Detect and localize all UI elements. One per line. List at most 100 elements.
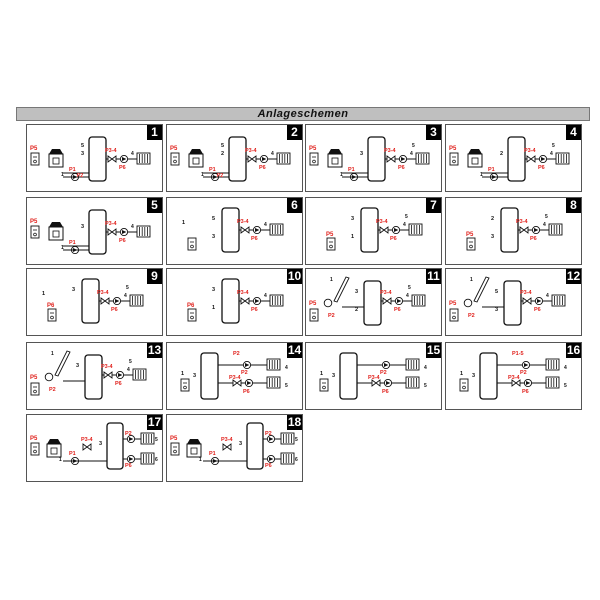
sensor-label: P5 bbox=[466, 232, 474, 238]
mixing-valve-icon bbox=[100, 297, 110, 305]
scheme-number-badge: 3 bbox=[426, 125, 441, 140]
port-mark: 1 bbox=[59, 457, 62, 463]
port-mark: 6 bbox=[295, 457, 298, 463]
mixing-valve-icon bbox=[522, 297, 532, 305]
room-sensor-icon bbox=[319, 378, 329, 392]
solar-collector-icon bbox=[323, 276, 350, 308]
sensor-label: P5 bbox=[449, 301, 457, 307]
boiler-icon bbox=[46, 439, 62, 458]
room-sensor-icon bbox=[170, 442, 180, 456]
buffer-tank bbox=[339, 352, 358, 400]
radiator-icon bbox=[545, 358, 560, 371]
valve-label: P3-4 bbox=[384, 148, 397, 154]
port-mark: 5 bbox=[424, 383, 427, 389]
pump-label: P6 bbox=[243, 389, 250, 395]
valve-label: P3-4 bbox=[524, 148, 537, 154]
port-mark: 2 bbox=[355, 307, 358, 313]
pump-label: P6 bbox=[259, 165, 266, 171]
port-mark: 5 bbox=[285, 383, 288, 389]
pump-label: P1 bbox=[69, 451, 76, 457]
port-mark: 4 bbox=[127, 367, 130, 373]
heating-pump-icon bbox=[534, 296, 544, 306]
port-mark: 3 bbox=[355, 289, 358, 295]
port-mark: 3 bbox=[81, 224, 84, 230]
port-mark: 1 bbox=[182, 220, 185, 226]
port-mark: 4 bbox=[264, 222, 267, 228]
room-sensor-icon bbox=[30, 442, 40, 456]
valve-label: P3-4 bbox=[508, 375, 521, 381]
solar-collector-icon bbox=[44, 350, 71, 382]
boiler-label: P5 bbox=[30, 219, 38, 225]
pump-label: P2 bbox=[468, 313, 475, 319]
valve-label: P3-4 bbox=[368, 375, 381, 381]
port-mark: 1 bbox=[61, 245, 64, 251]
buffer-tank bbox=[507, 136, 526, 182]
radiator-icon bbox=[266, 358, 281, 371]
valve-label: P3-4 bbox=[376, 219, 389, 225]
mixing-valve-icon bbox=[379, 226, 389, 234]
aux-label: P2 bbox=[125, 431, 132, 437]
heating-pump-icon bbox=[252, 296, 262, 306]
sensor-label: P5 bbox=[326, 232, 334, 238]
buffer-tank bbox=[221, 278, 240, 324]
pump-label: P1 bbox=[209, 451, 216, 457]
aux-label: P2 bbox=[77, 173, 83, 179]
scheme-number-badge: 9 bbox=[147, 269, 162, 284]
port-mark: 4 bbox=[410, 151, 413, 157]
pump-label: P6 bbox=[390, 236, 397, 242]
mixing-valve-icon bbox=[382, 297, 392, 305]
valve-label: P3-4 bbox=[97, 290, 110, 296]
room-sensor-icon bbox=[309, 308, 319, 322]
port-mark: 5 bbox=[295, 437, 298, 443]
valve-label: P3-4 bbox=[229, 375, 242, 381]
heating-pump-icon bbox=[112, 296, 122, 306]
radiator-icon bbox=[405, 376, 420, 389]
port-mark: 3 bbox=[491, 234, 494, 240]
buffer-tank bbox=[106, 422, 124, 470]
mixing-valve-icon bbox=[240, 297, 250, 305]
pump-label: P2 bbox=[241, 370, 248, 376]
buffer-tank bbox=[84, 354, 103, 400]
boiler-label: P5 bbox=[30, 436, 38, 442]
room-sensor-icon bbox=[449, 152, 459, 166]
port-mark: 4 bbox=[546, 293, 549, 299]
port-mark: 1 bbox=[480, 172, 483, 178]
boiler-icon bbox=[48, 149, 64, 168]
port-mark: 3 bbox=[76, 363, 79, 369]
pump-label: P1 bbox=[488, 167, 495, 173]
scheme-number-badge: 6 bbox=[287, 198, 302, 213]
radiator-icon bbox=[266, 376, 281, 389]
boiler-icon bbox=[188, 149, 204, 168]
mixing-valve-icon bbox=[107, 155, 117, 163]
port-mark: 4 bbox=[264, 293, 267, 299]
radiator-icon bbox=[411, 294, 426, 307]
port-mark: 5 bbox=[212, 216, 215, 222]
room-sensor-icon bbox=[187, 237, 197, 251]
heating-pump-icon bbox=[126, 434, 136, 444]
port-mark: 3 bbox=[332, 373, 335, 379]
pump-label: P6 bbox=[265, 463, 272, 469]
